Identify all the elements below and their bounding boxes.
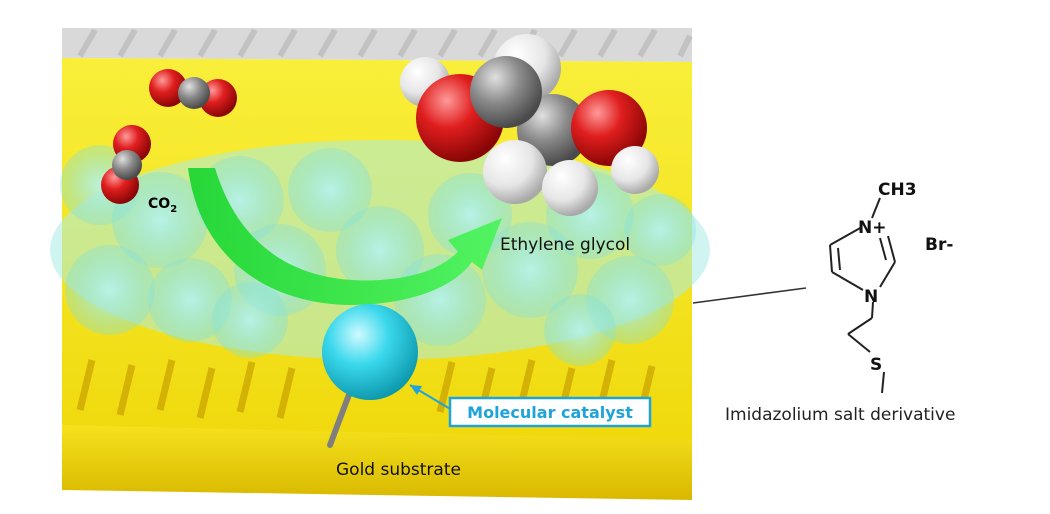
reaction-arrow — [188, 168, 502, 305]
imidazolium-structure — [829, 197, 896, 394]
sulfur: S — [870, 355, 882, 375]
compound-label: Imidazolium salt derivative — [725, 405, 955, 425]
co2-label: CO2 — [148, 196, 177, 215]
co2-label-subscript: 2 — [170, 204, 177, 215]
nitrogen: N — [864, 287, 878, 307]
gold-substrate — [62, 425, 692, 500]
substrate-label: Gold substrate — [336, 460, 461, 480]
catalyst-label-box — [448, 396, 652, 428]
catalyst-pointer-head — [410, 385, 422, 395]
co2-molecule-bottom — [101, 125, 151, 204]
top-chain-layer — [62, 28, 692, 62]
catalyst-sphere — [322, 304, 418, 400]
catalyst-linker — [327, 389, 353, 448]
counter-ion: Br- — [925, 235, 953, 255]
product-label: Ethylene glycol — [500, 235, 630, 255]
co2-molecule-top — [149, 69, 237, 117]
co2-label-prefix: CO — [148, 196, 170, 212]
connector-line — [692, 287, 807, 304]
ethylene-glycol-molecule — [400, 34, 659, 216]
nitrogen-plus: N+ — [858, 218, 886, 238]
catalyst-label: Molecular catalyst — [467, 403, 633, 422]
methyl-group: CH3 — [878, 180, 917, 200]
alkyl-chains — [76, 359, 656, 419]
